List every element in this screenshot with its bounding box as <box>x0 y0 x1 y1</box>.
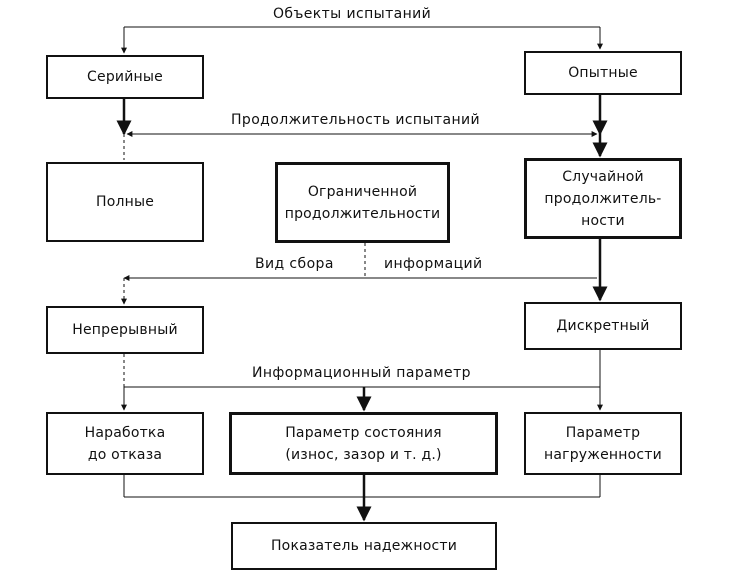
node-discrete: Дискретный <box>524 302 682 350</box>
label-test-objects: Объекты испытаний <box>270 5 435 23</box>
label-test-duration: Продолжительность испытаний <box>228 111 484 129</box>
label-info-parameter: Информационный параметр <box>249 364 474 382</box>
node-random-duration: Случайной продолжитель- ности <box>524 158 682 239</box>
node-continuous: Непрерывный <box>46 306 204 354</box>
node-serial: Серийные <box>46 55 204 99</box>
label-info-collection-type: Вид сбора <box>252 255 337 273</box>
node-full: Полные <box>46 162 204 242</box>
node-time-to-failure: Наработка до отказа <box>46 412 204 475</box>
node-state-parameter: Параметр состояния (износ, зазор и т. д.… <box>229 412 498 475</box>
label-info-collection-type-cont: информаций <box>381 255 486 273</box>
node-load-parameter: Параметр нагруженности <box>524 412 682 475</box>
node-limited-duration: Ограниченной продолжительности <box>275 162 450 243</box>
node-reliability-index: Показатель надежности <box>231 522 497 570</box>
node-experimental: Опытные <box>524 51 682 95</box>
